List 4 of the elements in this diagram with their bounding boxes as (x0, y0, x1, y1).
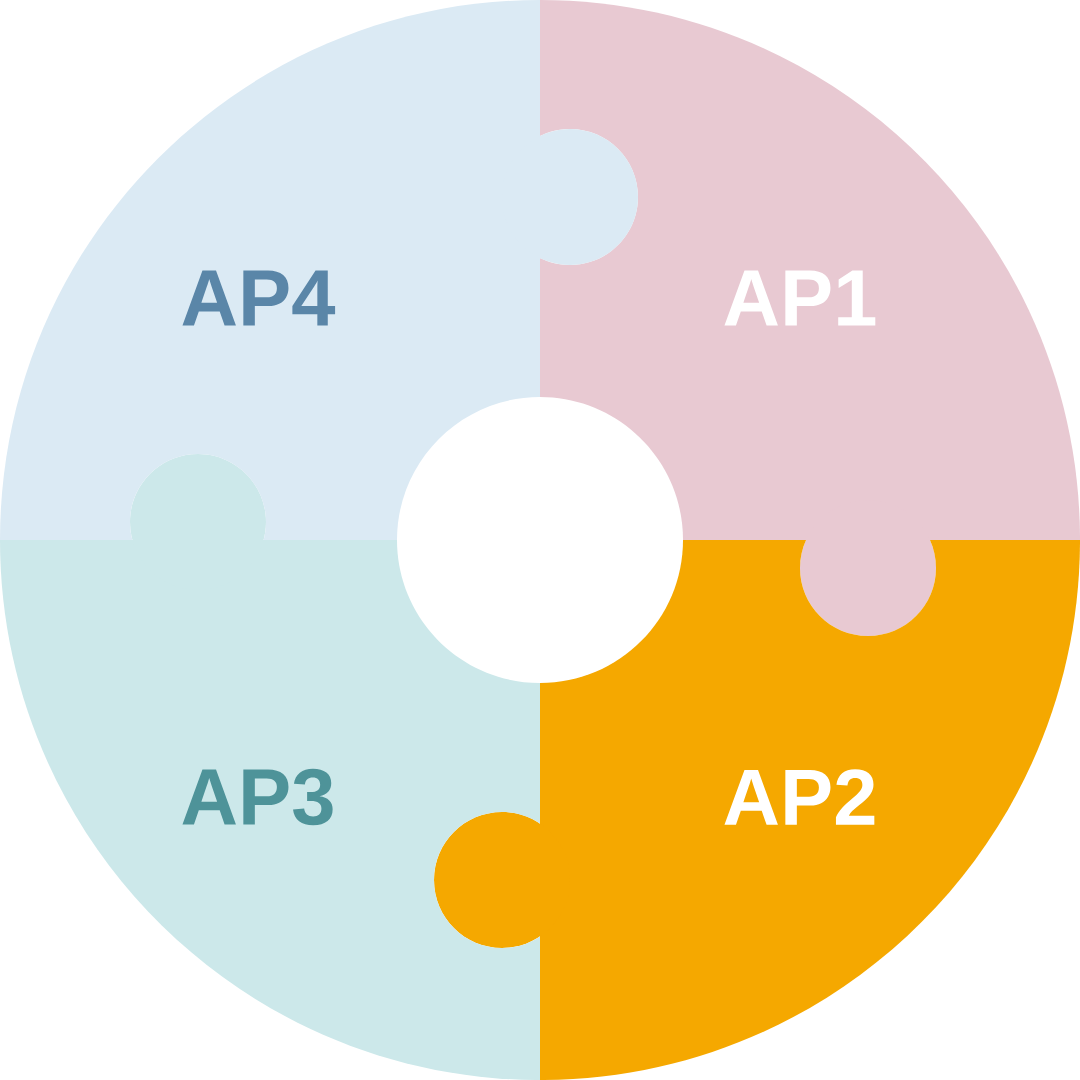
node-label: AP3 (182, 768, 333, 826)
center-circle (397, 397, 683, 683)
node-label: AP2 (724, 769, 875, 825)
node-label: AP4 (182, 270, 336, 326)
